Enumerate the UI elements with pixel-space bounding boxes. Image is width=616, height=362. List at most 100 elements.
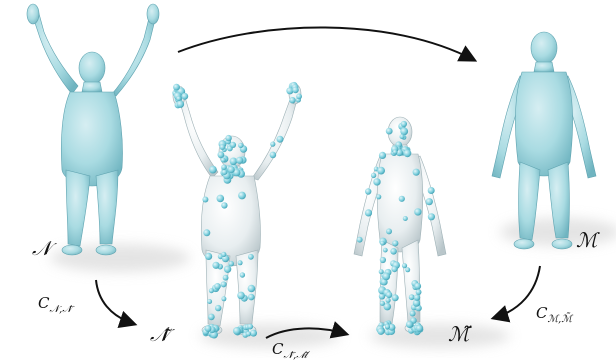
sample-point <box>378 269 384 275</box>
sample-point <box>377 327 385 335</box>
sample-point <box>370 172 377 179</box>
sample-point <box>208 313 215 321</box>
sample-point <box>233 168 241 177</box>
sample-point <box>204 325 212 332</box>
sample-point <box>380 240 385 246</box>
arrow-m-to-m-tilde <box>490 265 541 323</box>
label-n: 𝒩 <box>32 236 52 260</box>
sample-points-m-tilde <box>356 120 435 336</box>
sample-point <box>245 331 252 337</box>
label-n-tilde: 𝒩̃ <box>150 322 170 346</box>
sample-point <box>286 87 294 95</box>
sample-point <box>391 294 399 302</box>
sample-point <box>412 168 420 176</box>
sample-point <box>221 296 227 302</box>
sample-point <box>248 253 254 260</box>
sample-point <box>405 267 411 273</box>
sample-point <box>236 156 244 164</box>
sample-point <box>415 324 423 332</box>
sample-point <box>380 278 388 286</box>
sample-point <box>384 324 391 330</box>
sample-point <box>392 240 399 247</box>
sample-point <box>202 196 209 203</box>
sample-point <box>176 100 185 108</box>
sample-point <box>400 127 409 136</box>
sample-point <box>401 263 408 269</box>
sample-point <box>408 294 415 301</box>
sampled-mesh-m-tilde-figure <box>353 116 447 334</box>
sample-point <box>378 293 386 300</box>
sample-point <box>216 194 225 203</box>
sample-point <box>237 291 245 300</box>
sample-point <box>405 320 414 328</box>
label-c-bottom-main: C <box>272 340 284 358</box>
sample-point <box>221 202 228 209</box>
label-c-n: C𝒩,𝒩̃ <box>38 294 72 315</box>
sample-point <box>415 289 422 295</box>
sample-point <box>270 141 276 147</box>
sample-point <box>378 151 387 159</box>
sample-point <box>214 283 221 290</box>
sample-point <box>205 252 213 260</box>
sample-point <box>383 302 392 311</box>
arrow-n-to-n-tilde <box>95 279 138 328</box>
sample-point <box>203 229 211 237</box>
label-c-bottom-sub: 𝒩̃,ℳ̃ <box>283 350 308 361</box>
sample-point <box>414 282 422 290</box>
sample-point <box>212 261 220 269</box>
sample-point <box>176 96 182 101</box>
sample-point <box>229 157 238 166</box>
sample-point <box>223 265 232 273</box>
sample-point <box>385 297 391 303</box>
sample-point <box>222 274 229 281</box>
sample-point <box>427 213 435 221</box>
sample-point <box>376 194 382 200</box>
label-c-m-sub: ℳ,ℳ̃ <box>547 314 573 325</box>
sample-point <box>403 149 412 158</box>
sample-point <box>388 323 396 331</box>
sample-point <box>425 198 433 206</box>
sample-point <box>221 164 227 170</box>
sample-point <box>386 228 392 235</box>
sample-point <box>365 188 372 195</box>
sample-point <box>220 157 226 163</box>
sample-point <box>227 166 235 174</box>
sample-point <box>377 166 385 175</box>
human-mesh-n-figure <box>26 3 160 256</box>
sample-point <box>220 281 227 288</box>
arrows <box>95 26 541 339</box>
sample-point <box>414 208 422 216</box>
sample-point <box>221 251 227 257</box>
sample-point <box>237 260 243 266</box>
sample-point <box>208 288 214 294</box>
arrow-n-tilde-to-m-tilde <box>265 321 350 339</box>
sample-point <box>181 92 189 100</box>
sample-point <box>250 329 257 337</box>
sample-point <box>382 272 391 281</box>
sample-point <box>391 266 398 273</box>
sample-point <box>217 151 225 159</box>
sample-point <box>412 299 421 307</box>
sample-point <box>385 291 393 298</box>
sample-point <box>398 195 405 202</box>
sample-point <box>373 178 381 186</box>
sample-point <box>233 327 241 335</box>
label-c-m-main: C <box>536 304 548 322</box>
sample-point <box>247 284 256 293</box>
sample-point <box>296 93 302 100</box>
sample-point <box>400 120 407 128</box>
sample-point <box>390 248 397 255</box>
sample-point <box>228 260 234 267</box>
sample-point <box>402 216 408 221</box>
sample-point <box>292 86 299 94</box>
sample-point <box>399 134 405 140</box>
sample-point <box>238 142 244 149</box>
sample-point <box>289 97 296 104</box>
sample-point <box>356 236 363 243</box>
sample-point <box>207 299 213 304</box>
label-c-bottom: C𝒩̃,ℳ̃ <box>272 340 307 361</box>
sample-point <box>379 256 386 264</box>
sample-point <box>173 83 180 91</box>
label-c-m: Cℳ,ℳ̃ <box>536 304 572 325</box>
